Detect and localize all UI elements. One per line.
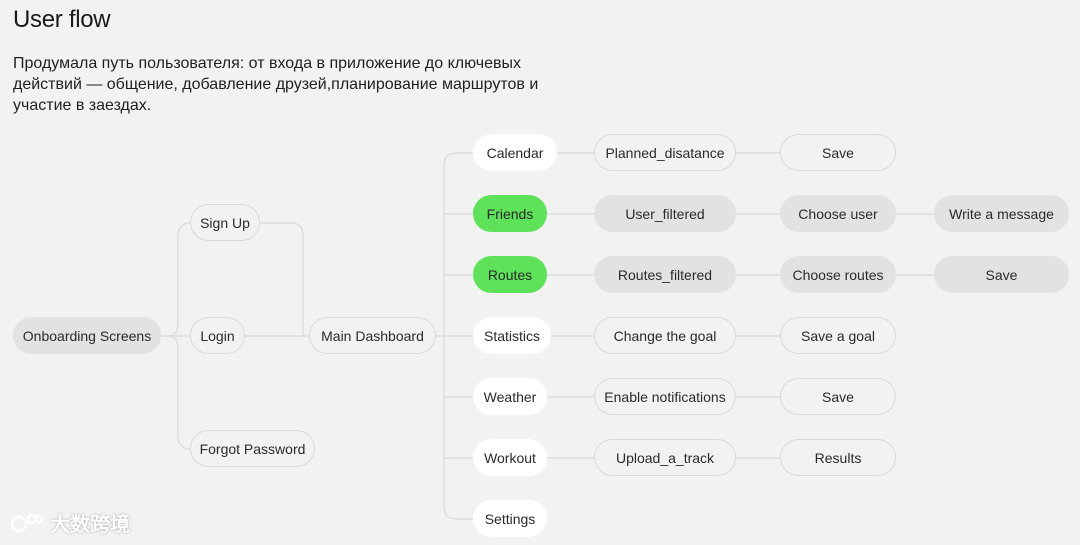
results-node[interactable]: Results — [780, 439, 896, 476]
routes-save-node[interactable]: Save — [934, 256, 1069, 293]
onboarding-screens-node[interactable]: Onboarding Screens — [13, 317, 161, 354]
workout-node[interactable]: Workout — [473, 439, 547, 476]
main-dashboard-node[interactable]: Main Dashboard — [309, 317, 436, 354]
login-node[interactable]: Login — [190, 317, 245, 354]
statistics-node[interactable]: Statistics — [473, 317, 551, 354]
forgot-password-node[interactable]: Forgot Password — [190, 430, 315, 467]
sign-up-node[interactable]: Sign Up — [190, 204, 260, 241]
routes-node[interactable]: Routes — [473, 256, 547, 293]
routes-filtered-node[interactable]: Routes_filtered — [594, 256, 736, 293]
planned-distance-node[interactable]: Planned_disatance — [594, 134, 736, 171]
page-title: User flow — [13, 6, 111, 33]
weather-node[interactable]: Weather — [473, 378, 547, 415]
upload-track-node[interactable]: Upload_a_track — [594, 439, 736, 476]
user-filtered-node[interactable]: User_filtered — [594, 195, 736, 232]
choose-user-node[interactable]: Choose user — [780, 195, 896, 232]
watermark: 大数跨境 — [10, 508, 130, 537]
weather-save-node[interactable]: Save — [780, 378, 896, 415]
write-message-node[interactable]: Write a message — [934, 195, 1069, 232]
save-goal-node[interactable]: Save a goal — [780, 317, 896, 354]
watermark-text: 大数跨境 — [50, 514, 130, 536]
choose-routes-node[interactable]: Choose routes — [780, 256, 896, 293]
calendar-node[interactable]: Calendar — [473, 134, 557, 171]
calendar-save-node[interactable]: Save — [780, 134, 896, 171]
settings-node[interactable]: Settings — [473, 500, 547, 537]
watermark-logo-icon — [10, 512, 44, 534]
change-goal-node[interactable]: Change the goal — [594, 317, 736, 354]
page-description: Продумала путь пользователя: от входа в … — [13, 55, 539, 114]
friends-node[interactable]: Friends — [473, 195, 547, 232]
enable-notifications-node[interactable]: Enable notifications — [594, 378, 736, 415]
